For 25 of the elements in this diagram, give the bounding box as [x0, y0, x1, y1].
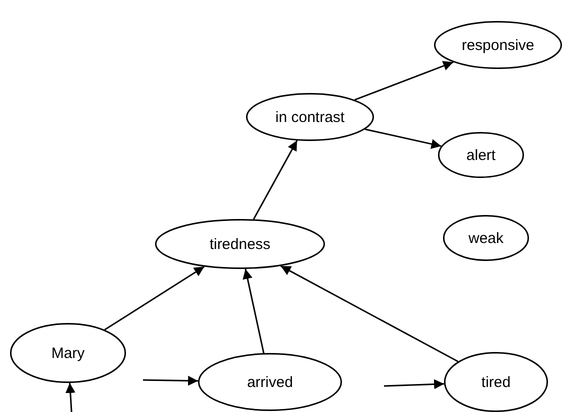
- arrow: [242, 268, 264, 354]
- arrow: [364, 128, 442, 149]
- concept-ellipse: [444, 352, 548, 412]
- node-label: tired: [481, 374, 511, 390]
- free-arrow: [142, 376, 198, 386]
- node-label: weak: [468, 230, 504, 246]
- free-arrow: [384, 379, 444, 390]
- node-label: tiredness: [210, 236, 270, 252]
- node-label: alert: [466, 146, 496, 164]
- free-arrow: [65, 382, 76, 412]
- node-label: responsive: [462, 36, 534, 54]
- arrow: [354, 61, 454, 101]
- concept-ellipse: [434, 21, 562, 69]
- concept-ellipse: [198, 353, 342, 411]
- concept-ellipse: [438, 132, 524, 178]
- node-label: Mary: [51, 344, 85, 362]
- concept-ellipse: [155, 219, 325, 269]
- node-label: in contrast: [275, 108, 345, 126]
- arrow: [280, 265, 458, 362]
- arrow: [104, 266, 205, 330]
- arrow: [252, 140, 298, 220]
- concept-ellipse: [10, 323, 126, 383]
- concept-ellipse: [246, 93, 374, 141]
- concept-ellipse: [443, 215, 529, 261]
- node-label: arrived: [247, 374, 293, 390]
